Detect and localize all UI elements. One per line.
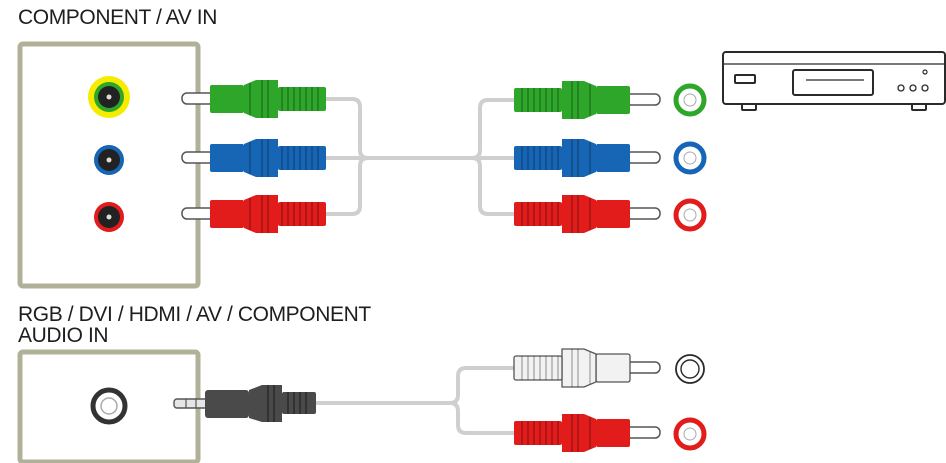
white-rca-plug	[513, 348, 661, 388]
white-audio-cable	[315, 366, 515, 405]
audio-jack	[90, 387, 128, 425]
red-audio-ring-jack	[673, 417, 707, 451]
component-av-in-title: COMPONENT / AV IN	[18, 6, 217, 29]
stereo-mini-plug-icon	[173, 385, 316, 422]
blue-rca-plug-right	[514, 138, 661, 178]
green-cable-right	[420, 98, 515, 160]
white-ring-jack	[675, 354, 705, 384]
red-audio-rca-plug	[514, 413, 661, 453]
audio-in-title-line2: AUDIO IN	[18, 324, 109, 347]
audio-in-title-line1: RGB / DVI / HDMI / AV / COMPONENT	[18, 303, 371, 326]
red-cable	[325, 156, 369, 216]
green-rca-plug-right	[514, 80, 661, 120]
red-ring-jack	[673, 198, 707, 232]
audio-cables	[315, 366, 515, 435]
dvd-player-icon	[722, 51, 946, 111]
red-rca-plug-left	[181, 194, 326, 234]
green-cable	[325, 97, 510, 160]
blue-jack	[94, 145, 124, 175]
blue-rca-plug-left	[181, 138, 326, 178]
red-cable-right	[440, 156, 515, 216]
green-ring-jack	[673, 83, 707, 117]
green-rca-plug-left	[181, 79, 326, 119]
red-audio-cable	[440, 401, 515, 435]
green-jack	[88, 76, 130, 118]
red-rca-plug-right	[514, 194, 661, 234]
blue-ring-jack	[673, 141, 707, 175]
component-cables	[325, 97, 515, 216]
red-jack	[94, 202, 124, 232]
